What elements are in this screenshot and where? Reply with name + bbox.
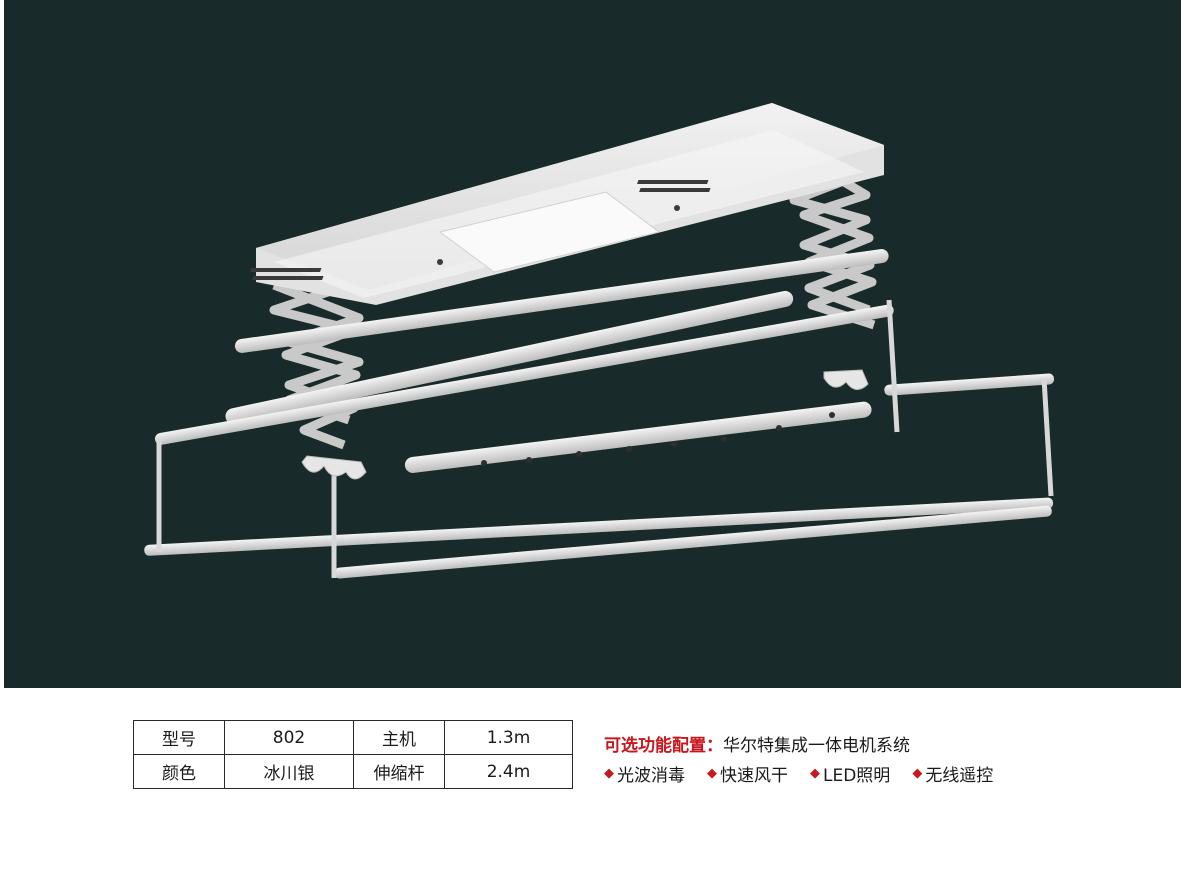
extension-rods <box>144 304 1055 579</box>
feature-label: LED照明 <box>823 766 891 786</box>
optional-features: 可选功能配置：华尔特集成一体电机系统 ◆光波消毒 ◆快速风干 ◆LED照明 ◆无… <box>604 731 993 786</box>
product-photo <box>4 0 1181 688</box>
motor-box <box>250 103 884 305</box>
right-scissor-arm <box>789 151 877 330</box>
feature-item: ◆无线遥控 <box>912 761 993 786</box>
table-cell: 伸缩杆 <box>353 754 445 789</box>
feature-item: ◆光波消毒 <box>604 761 685 786</box>
feature-label: 无线遥控 <box>925 766 994 786</box>
feature-label: 快速风干 <box>720 766 788 786</box>
table-cell: 冰川银 <box>224 754 354 789</box>
table-row: 颜色 冰川银 伸缩杆 2.4m <box>133 754 573 789</box>
rod-supports <box>156 299 1054 578</box>
spec-table: 型号 802 主机 1.3m 颜色 冰川银 伸缩杆 2.4m <box>133 720 573 789</box>
options-value: 华尔特集成一体电机系统 <box>723 736 910 756</box>
diamond-bullet-icon: ◆ <box>810 766 820 781</box>
options-title: 可选功能配置： <box>604 736 723 756</box>
feature-item: ◆快速风干 <box>707 761 788 786</box>
back-hanging-bar <box>234 249 889 353</box>
table-cell: 1.3m <box>444 720 573 755</box>
table-cell: 2.4m <box>444 754 573 789</box>
diamond-bullet-icon: ◆ <box>604 766 614 781</box>
front-hanging-bar <box>225 290 872 473</box>
table-cell: 型号 <box>133 720 225 755</box>
table-cell: 颜色 <box>133 754 225 789</box>
diamond-bullet-icon: ◆ <box>707 766 717 781</box>
hooks <box>301 369 869 480</box>
diamond-bullet-icon: ◆ <box>912 766 923 781</box>
feature-label: 光波消毒 <box>617 766 685 786</box>
feature-list: ◆光波消毒 ◆快速风干 ◆LED照明 ◆无线遥控 <box>604 761 993 786</box>
feature-item: ◆LED照明 <box>810 761 890 786</box>
table-cell: 802 <box>224 720 354 755</box>
table-row: 型号 802 主机 1.3m <box>133 720 573 755</box>
drying-rack-illustration <box>144 103 1055 579</box>
table-cell: 主机 <box>353 720 445 755</box>
